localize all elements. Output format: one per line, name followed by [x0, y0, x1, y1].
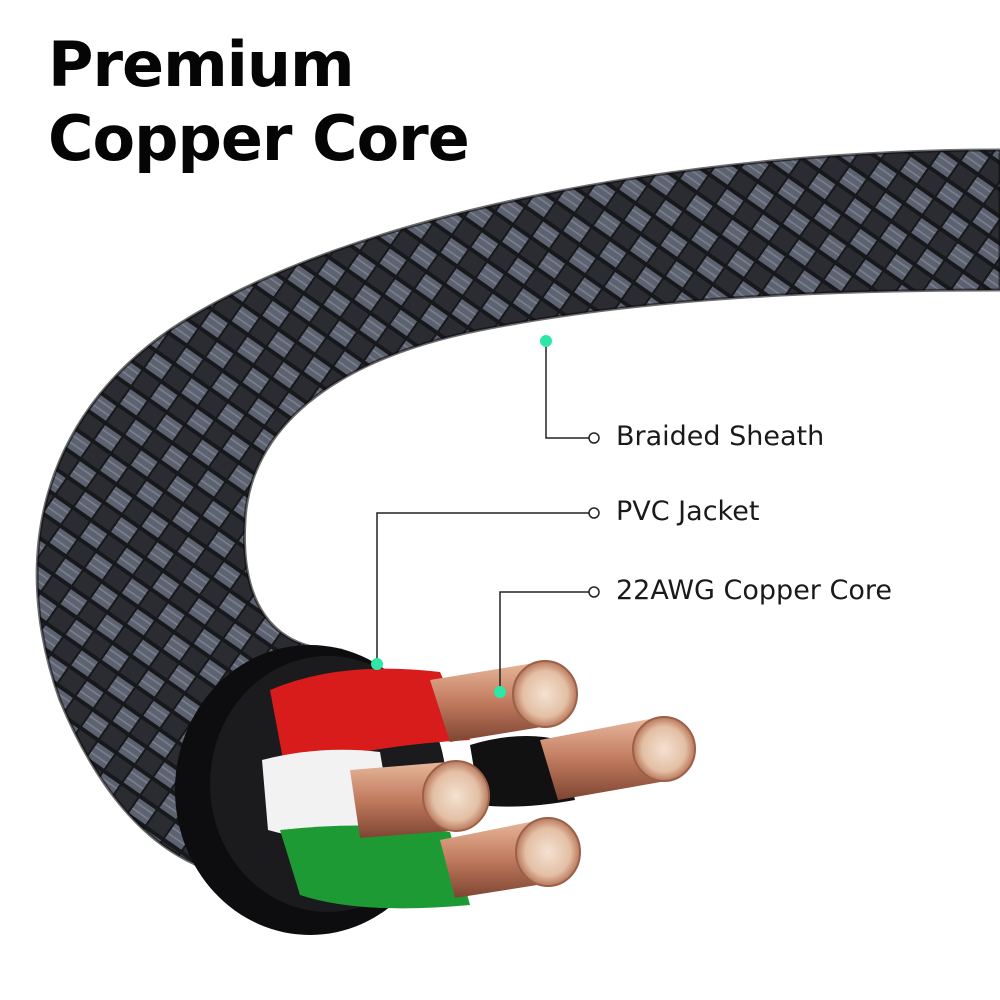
- copper-strands: [350, 660, 696, 898]
- callout-leaders: [376, 341, 590, 692]
- marker-dot-pvc-jacket: [371, 658, 383, 670]
- callout-braided-sheath: Braided Sheath: [616, 421, 825, 452]
- inner-wires: [262, 668, 575, 909]
- headline-line-2: Copper Core: [48, 102, 470, 175]
- copper-strand-green: [440, 817, 581, 898]
- copper-strand-black: [540, 716, 696, 800]
- marker-ring-pvc-jacket: [588, 507, 600, 519]
- leader-braided-sheath: [545, 341, 590, 439]
- leader-copper-core: [499, 591, 590, 692]
- copper-strand-white: [350, 760, 490, 838]
- leader-pvc-jacket: [376, 512, 590, 664]
- marker-dots: [371, 335, 600, 698]
- headline: Premium Copper Core: [48, 28, 470, 176]
- copper-strand-red: [430, 660, 578, 742]
- callout-copper-core: 22AWG Copper Core: [616, 575, 892, 606]
- marker-dot-copper-core: [494, 686, 506, 698]
- headline-line-1: Premium: [48, 28, 355, 101]
- marker-dot-braided-sheath: [540, 335, 552, 347]
- marker-ring-copper-core: [588, 586, 600, 598]
- callout-pvc-jacket: PVC Jacket: [616, 496, 760, 527]
- marker-ring-braided-sheath: [588, 432, 600, 444]
